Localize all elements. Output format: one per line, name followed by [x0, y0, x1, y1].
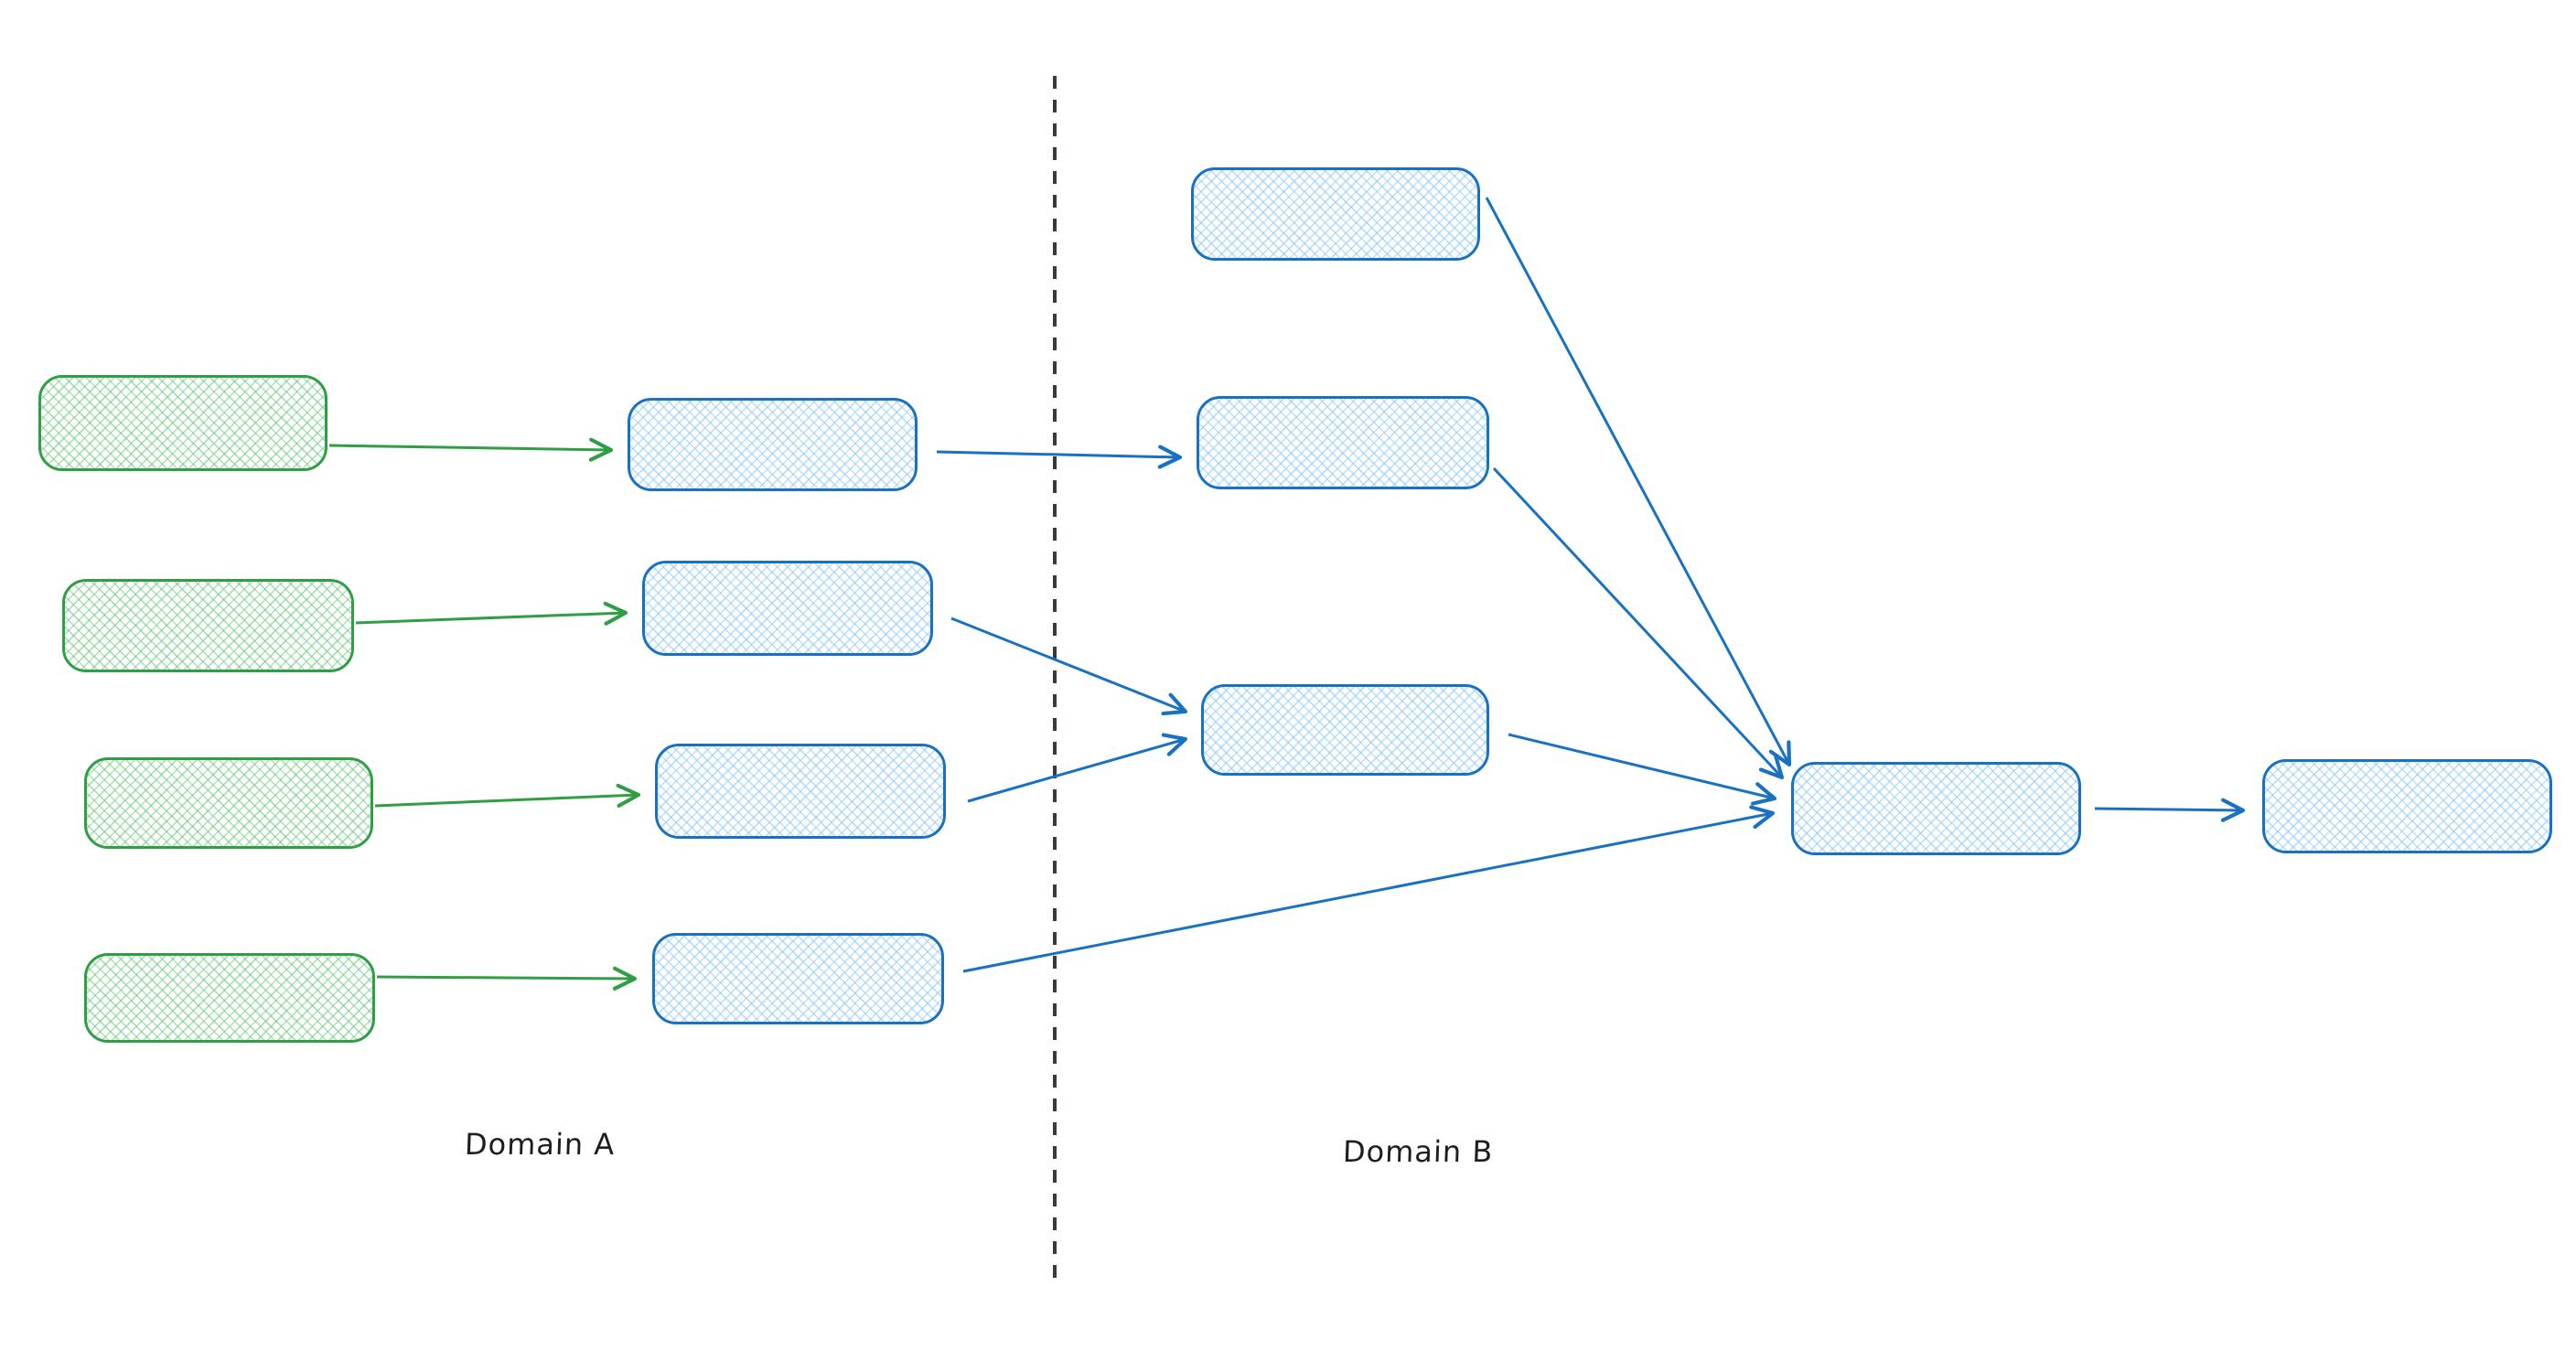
- arrow-green4-to-a4[interactable]: [376, 966, 638, 991]
- node-green-2[interactable]: [62, 579, 354, 672]
- arrow-green3-to-a3[interactable]: [374, 783, 641, 808]
- node-blue-convergence[interactable]: [1791, 762, 2081, 855]
- node-blue-a4[interactable]: [652, 933, 944, 1024]
- node-blue-a2[interactable]: [642, 561, 933, 656]
- node-blue-a1[interactable]: [628, 398, 918, 491]
- node-green-3[interactable]: [84, 757, 373, 849]
- node-green-4[interactable]: [84, 953, 375, 1043]
- arrow-a2-to-b3[interactable]: [950, 616, 1188, 716]
- arrow-b3-to-convergence[interactable]: [1508, 733, 1777, 806]
- arrow-a4-to-convergence[interactable]: [962, 805, 1776, 973]
- node-blue-b2[interactable]: [1197, 396, 1489, 489]
- node-blue-a3[interactable]: [655, 744, 946, 839]
- domain-b-label[interactable]: Domain B: [1342, 1134, 1494, 1169]
- domain-a-label[interactable]: Domain A: [464, 1127, 616, 1162]
- arrow-b1-to-convergence[interactable]: [1485, 197, 1792, 767]
- arrow-green2-to-a2[interactable]: [355, 601, 628, 626]
- arrow-convergence-to-output[interactable]: [2094, 798, 2246, 822]
- node-blue-output[interactable]: [2262, 759, 2552, 853]
- node-blue-b3[interactable]: [1201, 684, 1489, 776]
- arrow-green1-to-a1[interactable]: [328, 437, 614, 462]
- node-blue-b1[interactable]: [1191, 167, 1480, 261]
- node-green-1[interactable]: [38, 375, 327, 471]
- arrow-b2-to-convergence[interactable]: [1492, 466, 1785, 780]
- arrow-a3-to-b3[interactable]: [967, 733, 1188, 803]
- arrow-a1-to-b2[interactable]: [936, 445, 1183, 469]
